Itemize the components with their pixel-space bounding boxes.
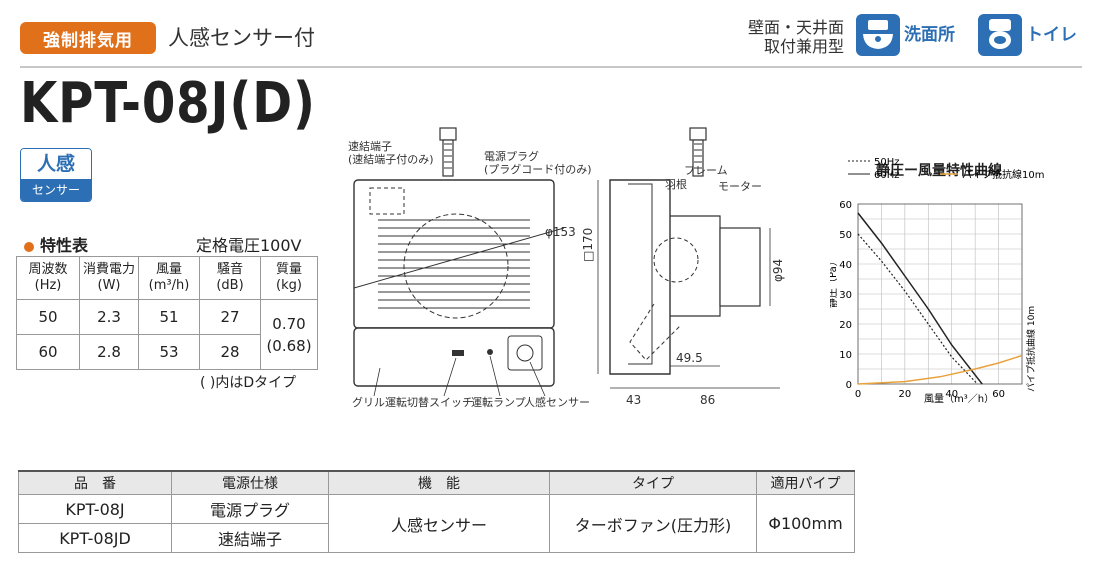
toilet-icon [978,14,1022,56]
pipe-curve-label: パイプ抵抗曲線 10m [1025,306,1037,392]
front-view-diagram [353,127,565,397]
legend-60hz: 60Hz [874,170,900,181]
mount-line-2: 取付兼用型 [763,37,844,56]
table-row: KPT-08J 電源プラグ 人感センサー ターボファン(圧力形) Φ100mm [18,494,855,553]
y-axis-label: 静圧（Pa） [830,256,839,308]
dia94-label: φ94 [771,258,785,282]
washroom-label: 洗面所 [904,25,955,45]
category-badge: 強制排気用 [20,22,156,54]
spec-cell: 28 [199,334,261,370]
prod-header: 品 番 [18,470,172,495]
sensor-badge-top: 人感 [21,149,91,179]
series-line-60hz [857,212,983,385]
grille-label: グリル [352,396,385,409]
prod-header: 機 能 [328,470,550,495]
spec-cell: 51 [138,299,200,335]
sensor-badge-bottom: センサー [21,179,91,201]
table-row: KPT-08JD 速結端子 [18,523,855,553]
plug-label: 電源プラグ(プラグコード付のみ) [484,150,592,176]
series-line-50hz [857,233,978,385]
prod-power: 電源プラグ [171,494,329,524]
x-tick-label: 20 [898,389,911,400]
prod-pipe: Φ100mm [756,494,855,553]
legend-50hz: 50Hz [874,157,900,168]
dim170-label: □170 [581,227,595,262]
prod-power: 速結端子 [171,523,329,553]
spec-col-header: 周波数(Hz) [16,256,80,300]
dia153-label: φ153 [545,225,576,239]
spec-cell: 60 [16,334,80,370]
y-tick-label: 60 [839,200,852,211]
prod-type: ターボファン(圧力形) [549,494,757,553]
washbasin-icon [856,14,900,56]
spec-col-header: 消費電力(W) [79,256,139,300]
x-tick-label: 0 [855,389,861,400]
switch-label: 運転切替スイッチ [385,396,473,409]
bullet-icon [24,241,34,252]
mount-type: 壁面・天井面 取付兼用型 [738,18,844,56]
spec-row: 50 2.3 51 27 0.70(0.68) [16,299,318,370]
spec-col-header: 質量(kg) [260,256,318,300]
spec-cell: 53 [138,334,200,370]
chart-legend: 50Hz 60Hz パイプ抵抗線10m [848,157,1044,181]
sensor-label: 人感センサー [524,396,590,409]
legend-pipe: パイプ抵抗線10m [962,168,1044,181]
x-tick-label: 60 [992,389,1005,400]
spec-col-header: 風量(m³/h) [138,256,200,300]
lamp-label: 運転ランプ [471,396,526,409]
prod-function: 人感センサー [328,494,550,553]
product-table: 品 番 電源仕様 機 能 タイプ 適用パイプ KPT-08J 電源プラグ 人感セ… [18,470,855,553]
dim86-label: 86 [700,393,716,407]
y-tick-label: 20 [839,320,852,331]
plot-frame [857,203,1023,385]
d-type-note: ( )内はDタイプ [200,375,297,391]
terminal-label: 速結端子(速結端子付のみ) [348,140,434,166]
spec-cell: 2.3 [79,299,139,335]
subtitle: 人感センサー付 [168,26,315,50]
prod-model: KPT-08J [18,494,172,524]
spec-cell: 27 [199,299,261,335]
spec-heading-text: 特性表 [40,236,89,255]
prod-model: KPT-08JD [18,523,172,553]
series-line-pipe [857,354,1023,385]
spec-table: 周波数(Hz) 消費電力(W) 風量(m³/h) 騒音(dB) 質量(kg) 5… [16,256,318,370]
blade-label: 羽根 [665,178,687,191]
x-tick-label: 40 [945,389,958,400]
side-view-diagram [597,127,780,389]
y-tick-label: 0 [846,380,852,391]
chart-title: 静圧ー風量特性曲線 [876,163,1002,179]
y-tick-label: 10 [839,350,852,361]
spec-mass-cell: 0.70(0.68) [260,299,318,370]
x-axis-label: 風量（m³／h） [924,393,994,405]
rated-voltage: 定格電圧100V [196,236,302,255]
model-number: KPT-08J(D) [20,71,316,136]
dim49-label: 49.5 [676,351,703,365]
spec-cell: 50 [16,299,80,335]
prod-header: 電源仕様 [171,470,329,495]
y-tick-label: 50 [839,230,852,241]
toilet-label: トイレ [1026,25,1077,45]
sensor-badge: 人感 センサー [20,148,92,202]
y-tick-label: 40 [839,260,852,271]
spec-col-header: 騒音(dB) [199,256,261,300]
dim43-label: 43 [626,393,642,407]
mount-line-1: 壁面・天井面 [747,18,844,37]
pq-chart: 50Hz 60Hz パイプ抵抗線10m 0 10 20 30 40 50 60 0 20 40 60… [830,157,1044,405]
y-tick-label: 30 [839,290,852,301]
frame-label: フレーム [684,164,728,177]
prod-header: 適用パイプ [756,470,855,495]
motor-label: モーター [718,180,762,193]
spec-heading: 特性表 [24,232,88,256]
spec-cell: 2.8 [79,334,139,370]
spec-row: 60 2.8 53 28 [16,334,318,370]
prod-header: タイプ [549,470,757,495]
header-divider [20,66,1082,68]
